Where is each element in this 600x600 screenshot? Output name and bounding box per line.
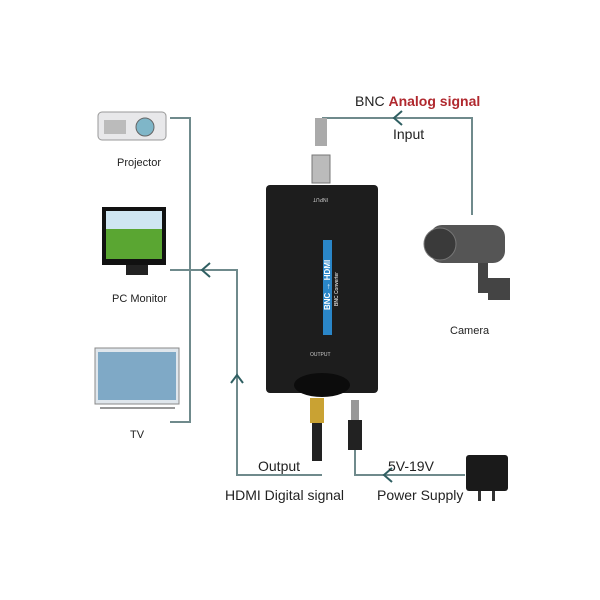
projector-label: Projector [117, 157, 162, 169]
input-port-label: INPUT [313, 196, 328, 202]
converter-title: BNC → HDMI [323, 259, 332, 310]
arrow-icons [200, 110, 403, 483]
bnc-jack-icon [311, 154, 331, 184]
input-label: Input [393, 126, 425, 142]
output-label: Output [258, 458, 301, 474]
power-adapter-icon [466, 455, 508, 501]
analog-signal-text: Analog signal [388, 93, 481, 109]
hdmi-cable-icon [310, 398, 324, 461]
output-port-label: OUTPUT [310, 352, 331, 358]
tv-label: TV [130, 429, 145, 441]
dc-plug-icon [348, 400, 362, 450]
converter-subtitle: BNC Converter [334, 272, 340, 306]
projector-icon [97, 111, 167, 141]
tv-icon [94, 347, 180, 409]
camera-label: Camera [450, 325, 490, 337]
hdmi-signal-label: HDMI Digital signal [225, 487, 345, 503]
monitor-icon [102, 207, 166, 275]
power-supply-label: Power Supply [377, 487, 464, 503]
voltage-label: 5V-19V [388, 458, 434, 474]
bnc-plug-icon [315, 118, 327, 146]
camera-icon [423, 225, 510, 300]
input-line [322, 117, 473, 215]
bnc-prefix: BNC [355, 93, 385, 109]
converter-device [266, 118, 378, 397]
bnc-signal-label: BNC Analog signal [355, 93, 480, 109]
monitor-label: PC Monitor [112, 293, 168, 305]
